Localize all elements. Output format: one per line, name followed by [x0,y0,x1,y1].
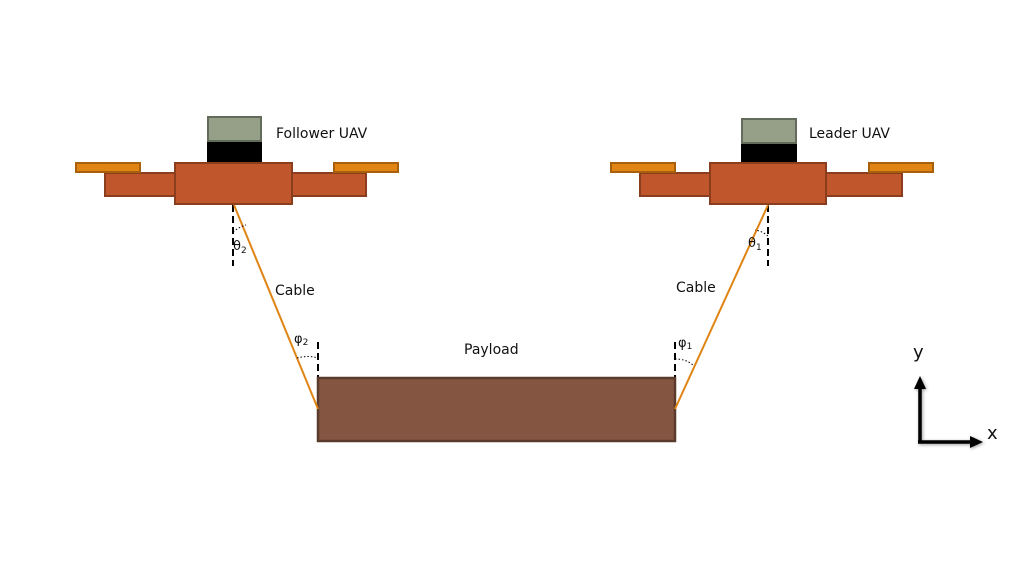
y-axis-label: y [913,342,924,363]
theta2-arc [232,224,247,233]
payload [316,376,677,443]
leader-left-propeller [610,162,676,173]
x-axis-arrowhead [970,436,983,448]
follower-left-propeller [75,162,141,173]
theta1-arc [754,229,769,237]
follower-body [174,162,293,205]
theta2-symbol: θ [233,239,241,254]
right-cable [674,204,769,410]
leader-sensor-top [741,118,797,144]
phi1-arc [674,358,695,367]
theta2-label: θ2 [233,239,247,256]
left-cable [233,204,319,410]
follower-right-arm [289,172,367,197]
phi1-subscript: 1 [687,342,693,352]
payload-label: Payload [464,342,519,358]
follower-uav-label: Follower UAV [276,126,368,142]
phi2-arc [296,356,319,359]
theta1-subscript: 1 [756,243,762,253]
phi2-subscript: 2 [303,338,309,348]
follower-uav: Follower UAV [75,116,399,205]
follower-sensor-top [207,116,262,142]
left-cable-label: Cable [275,283,315,299]
leader-uav: Leader UAV [610,118,934,205]
right-cable-label: Cable [676,280,716,296]
phi1-label: φ1 [678,336,692,352]
y-axis-arrowhead [914,376,926,389]
phi1-symbol: φ [678,336,687,351]
leader-left-arm [639,172,713,197]
theta2-subscript: 2 [241,246,247,256]
follower-sensor-base [207,141,262,163]
leader-sensor-base [741,141,797,163]
leader-uav-label: Leader UAV [809,126,890,142]
leader-body [709,162,827,205]
phi2-label: φ2 [294,332,308,348]
follower-left-arm [104,172,178,197]
leader-right-arm [823,172,903,197]
x-axis-label: x [987,423,998,444]
leader-right-propeller [868,162,934,173]
phi2-symbol: φ [294,332,303,347]
theta1-label: θ1 [748,236,762,253]
theta1-symbol: θ [748,236,756,251]
follower-right-propeller [333,162,399,173]
coordinate-axes [914,376,983,448]
